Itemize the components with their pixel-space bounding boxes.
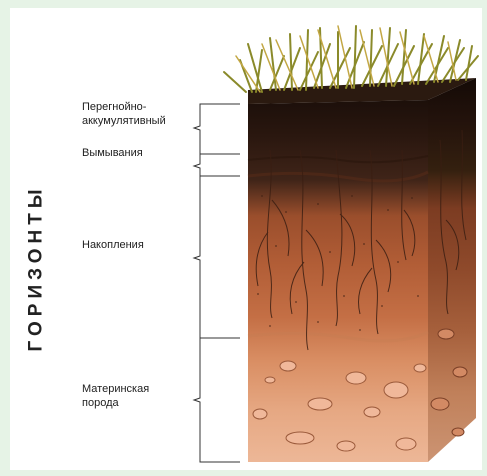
soil-front-face <box>248 100 428 462</box>
horizon-brackets <box>194 104 240 462</box>
